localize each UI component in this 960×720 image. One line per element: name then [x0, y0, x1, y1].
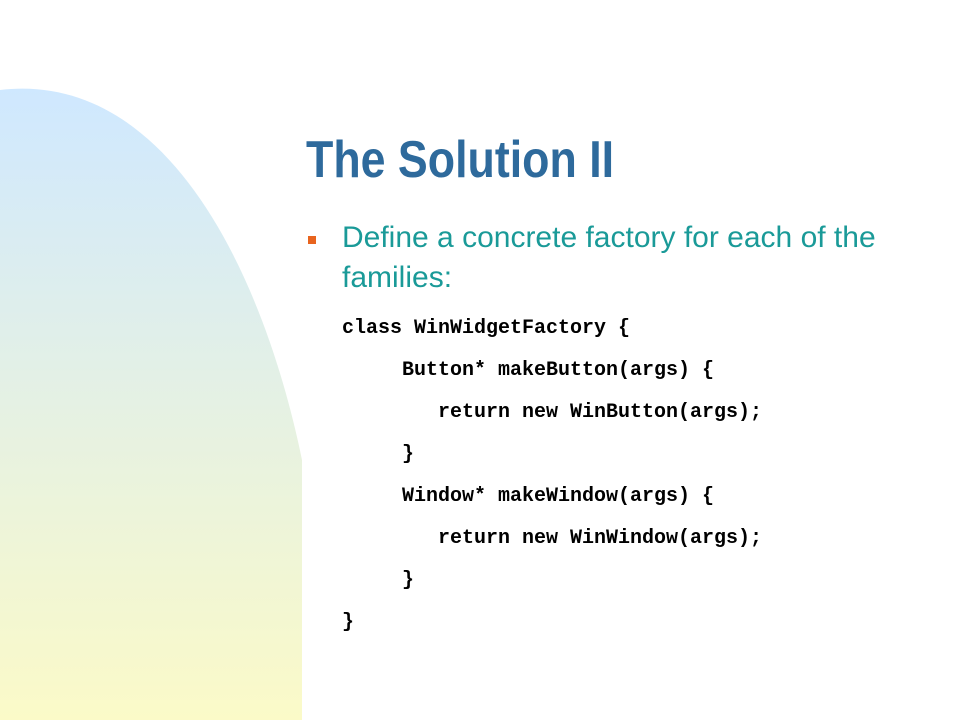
- slide-title: The Solution II: [306, 131, 615, 189]
- code-line: Button* makeButton(args) {: [402, 359, 715, 382]
- bullet-marker-icon: [308, 236, 316, 244]
- code-line: return new WinWindow(args);: [438, 527, 763, 550]
- code-line: return new WinButton(args);: [438, 401, 763, 424]
- code-line: }: [342, 611, 355, 634]
- bullet-text: Define a concrete factory for each of th…: [342, 221, 876, 294]
- code-line: }: [402, 443, 415, 466]
- code-line: Window* makeWindow(args) {: [402, 485, 715, 508]
- code-line: }: [402, 569, 415, 592]
- code-line: class WinWidgetFactory {: [342, 317, 631, 340]
